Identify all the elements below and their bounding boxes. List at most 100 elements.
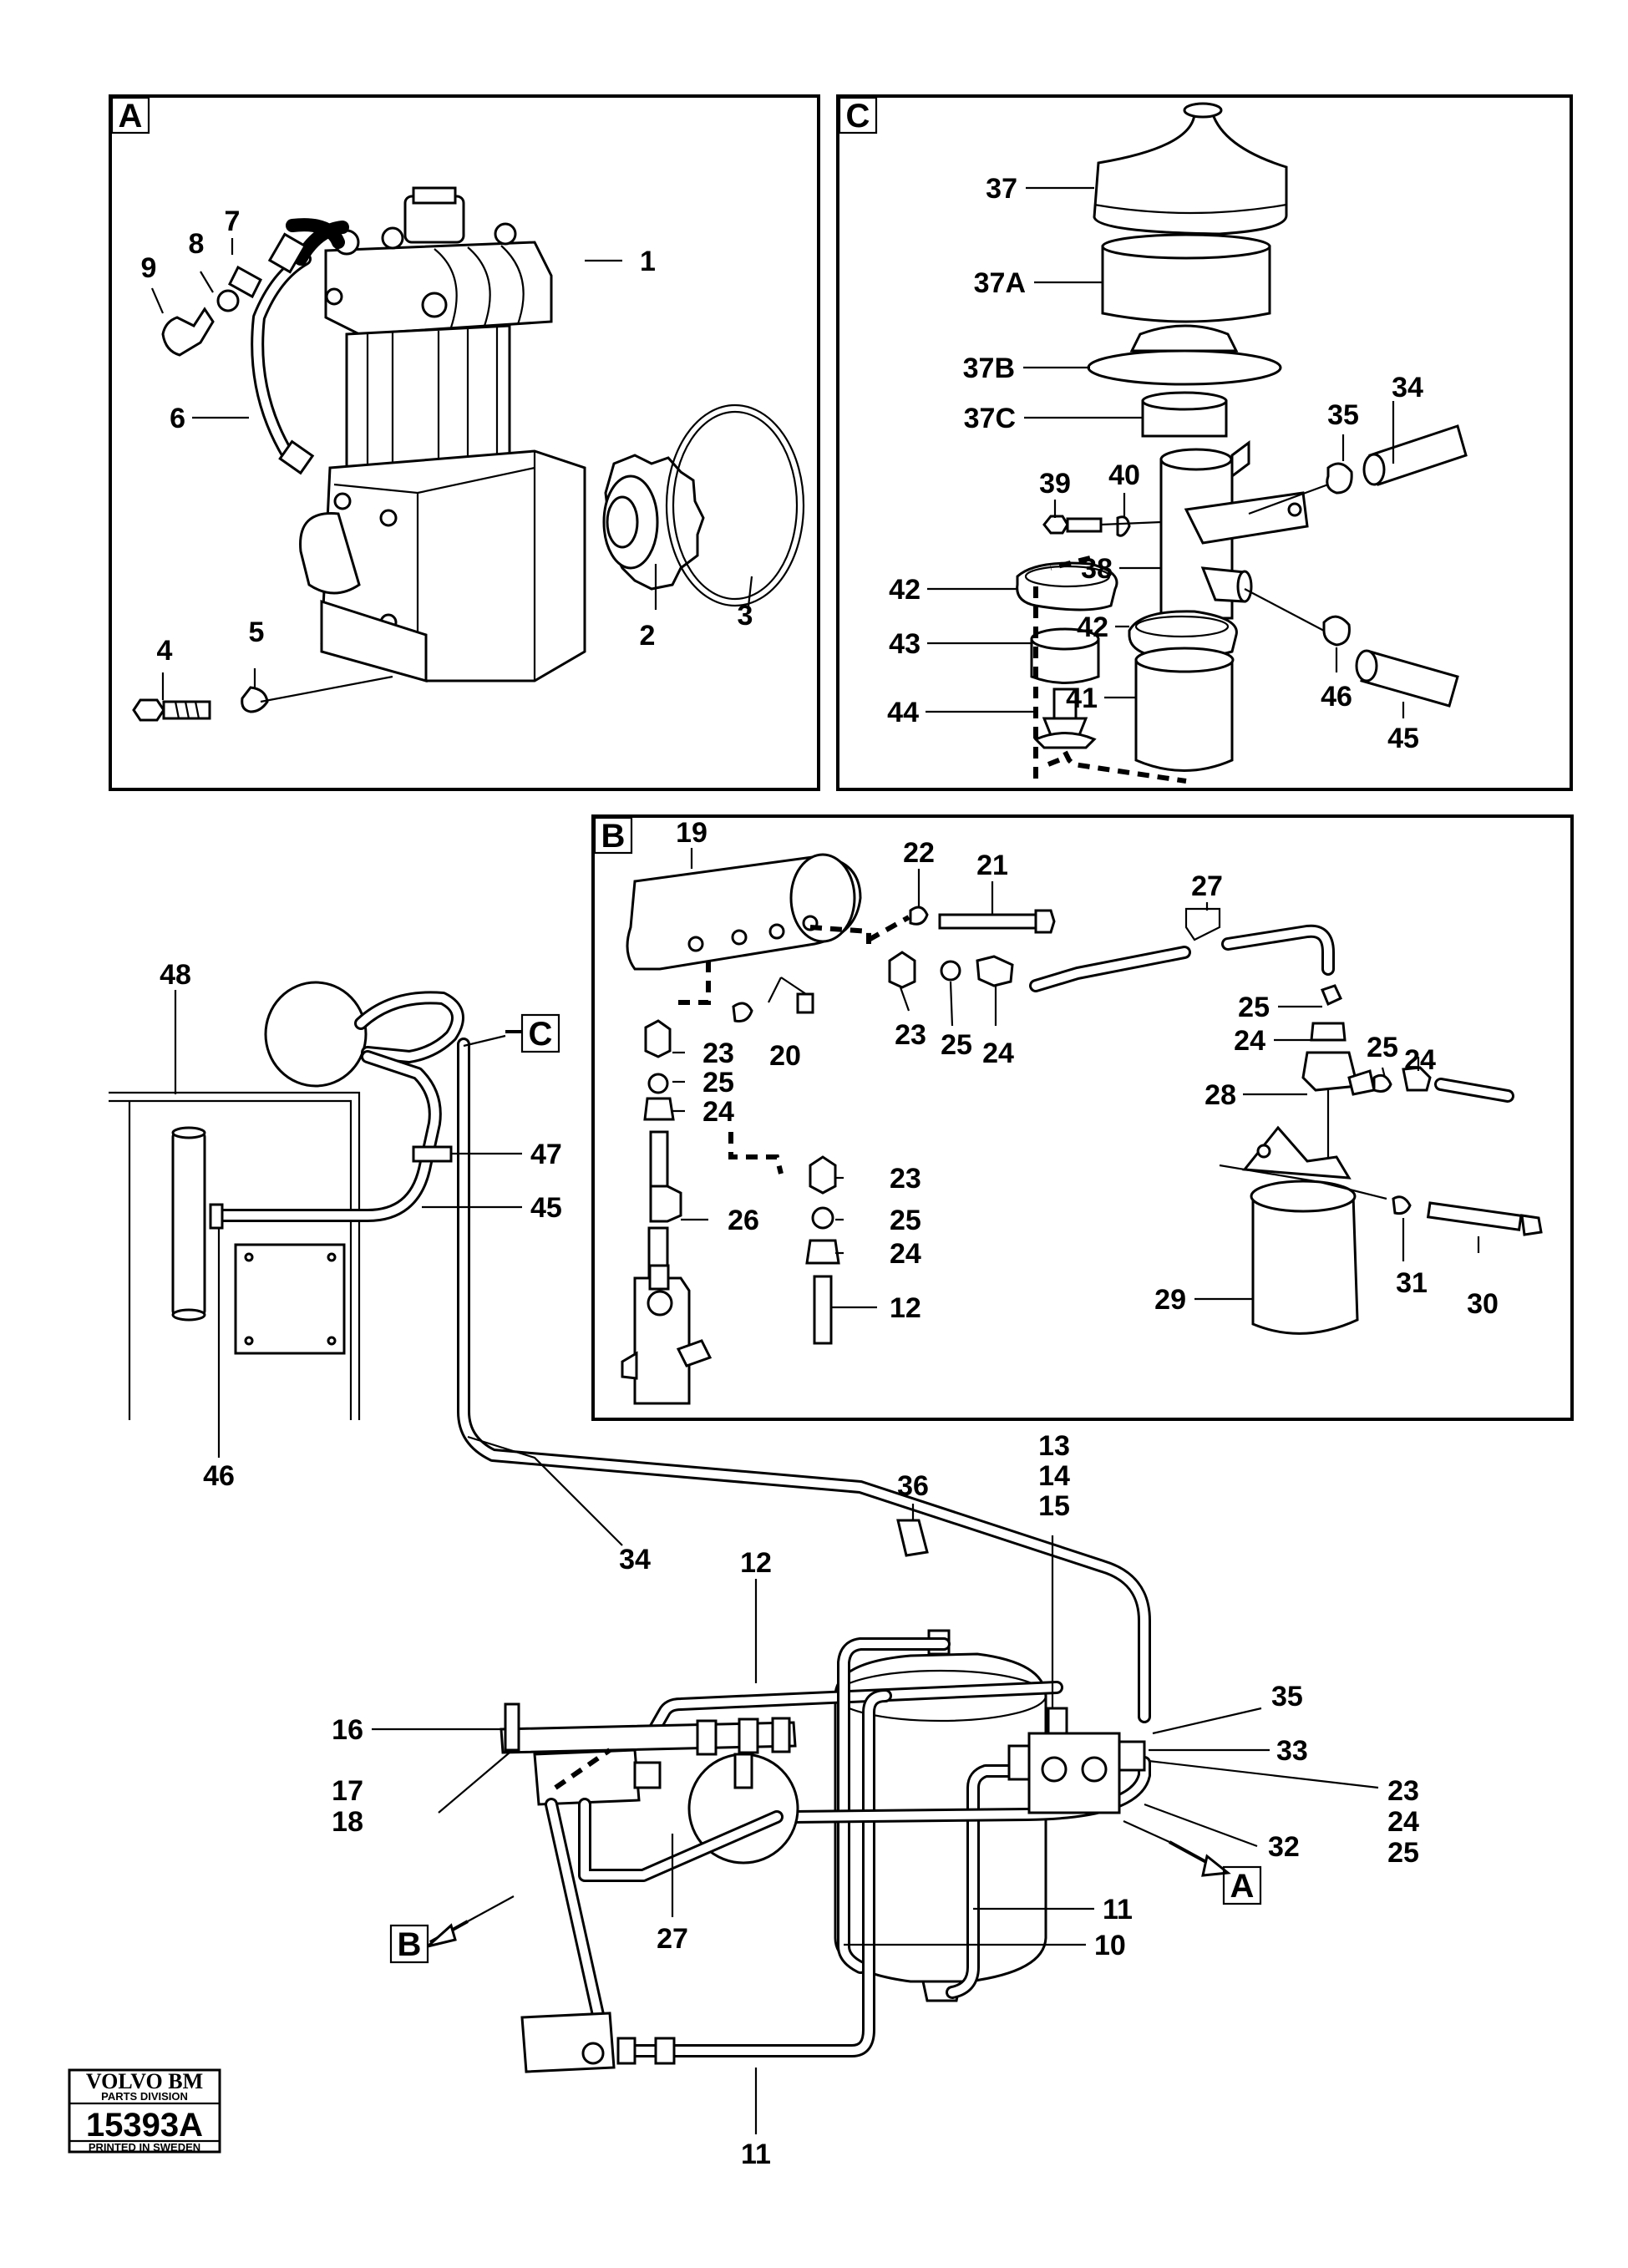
callout-b-30: 30 xyxy=(1467,1288,1499,1320)
callout-b-24-top: 24 xyxy=(1234,1025,1265,1057)
installation-drawing xyxy=(109,981,1151,2073)
callout-c-45: 45 xyxy=(1387,723,1419,754)
panel-a-callouts: 1 2 3 4 5 6 7 8 9 xyxy=(141,205,753,667)
callout-c-39: 39 xyxy=(1039,468,1071,500)
logo-number: 15393A xyxy=(86,2107,203,2144)
logo-brand: VOLVO BM xyxy=(86,2069,203,2093)
callout-a-1: 1 xyxy=(640,246,656,277)
volvo-bm-logo: VOLVO BM PARTS DIVISION 15393A PRINTED I… xyxy=(68,2068,221,2154)
reference-a-letter: A xyxy=(1230,1868,1255,1905)
logo-footer: PRINTED IN SWEDEN xyxy=(89,2141,200,2154)
callout-a-7: 7 xyxy=(225,205,241,237)
callout-main-33: 33 xyxy=(1276,1735,1308,1767)
callout-a-8: 8 xyxy=(189,228,205,260)
regulator-drawing xyxy=(621,853,1543,1405)
panel-c-callouts: 37 37A 37B 37C 34 35 39 40 38 42 42 43 4… xyxy=(887,173,1423,754)
callout-main-45: 45 xyxy=(530,1192,562,1224)
callout-main-16: 16 xyxy=(332,1714,363,1746)
callout-c-37c: 37C xyxy=(964,403,1016,434)
callout-c-37a: 37A xyxy=(974,267,1026,299)
panel-c-leaders xyxy=(926,186,1405,718)
callout-b-23-left: 23 xyxy=(702,1038,734,1069)
callout-main-48: 48 xyxy=(160,959,191,991)
logo-frame xyxy=(68,2068,221,2154)
callout-b-31: 31 xyxy=(1396,1267,1428,1299)
callout-b-12: 12 xyxy=(890,1292,921,1324)
callout-main-10: 10 xyxy=(1094,1930,1126,1961)
callout-c-43: 43 xyxy=(889,628,921,660)
reference-a: A xyxy=(1123,1819,1262,1905)
callout-b-24-right: 24 xyxy=(1404,1044,1436,1076)
callout-b-25-upper: 25 xyxy=(941,1029,972,1061)
main-callouts: 48 47 45 46 34 36 13 14 15 12 35 33 16 1… xyxy=(160,959,1419,2170)
callout-a-2: 2 xyxy=(640,620,656,652)
callout-main-34: 34 xyxy=(619,1544,651,1575)
reference-b-letter: B xyxy=(398,1926,422,1963)
reference-c-letter: C xyxy=(529,1016,553,1053)
callout-main-36: 36 xyxy=(897,1470,929,1502)
callout-b-24-mid: 24 xyxy=(890,1238,921,1270)
callout-b-24-left: 24 xyxy=(702,1096,734,1128)
panel-b-regulator: B xyxy=(591,814,1574,1421)
callout-c-37: 37 xyxy=(986,173,1017,205)
callout-c-42-upper: 42 xyxy=(889,574,921,606)
callout-c-37b: 37B xyxy=(963,353,1015,384)
logo-division: PARTS DIVISION xyxy=(101,2090,188,2103)
panel-c-frame xyxy=(836,94,1573,791)
callout-b-25-top: 25 xyxy=(1238,992,1270,1023)
callout-main-35: 35 xyxy=(1271,1681,1303,1712)
panel-b-label-box xyxy=(593,816,633,855)
air-filter-drawing xyxy=(1016,102,1468,785)
callout-main-18: 18 xyxy=(332,1806,363,1838)
callout-b-25-left: 25 xyxy=(702,1067,734,1098)
callout-main-46: 46 xyxy=(203,1460,235,1492)
panel-b-leaders xyxy=(672,848,1480,1309)
panel-c-air-filter: C xyxy=(836,94,1573,791)
callout-c-35: 35 xyxy=(1327,399,1359,431)
reference-c: C xyxy=(463,1013,560,1053)
callout-main-14: 14 xyxy=(1038,1460,1070,1492)
main-installation-view: 48 47 45 46 34 36 13 14 15 12 35 33 16 1… xyxy=(109,959,1419,2170)
callout-b-20: 20 xyxy=(769,1040,801,1072)
callout-c-42-lower: 42 xyxy=(1077,611,1108,643)
panel-b-callouts: 19 22 21 27 25 24 23 25 24 20 23 25 24 2… xyxy=(676,817,1499,1324)
callout-b-29: 29 xyxy=(1154,1284,1186,1316)
compressor-drawing xyxy=(132,186,805,722)
callout-main-11-right: 11 xyxy=(1103,1894,1133,1926)
panel-a-frame xyxy=(109,94,820,791)
panel-a-leaders xyxy=(150,238,753,700)
callout-b-26: 26 xyxy=(728,1205,759,1236)
panel-a-label-box xyxy=(110,96,150,134)
reference-b: B xyxy=(389,1895,515,1964)
callout-main-47: 47 xyxy=(530,1139,562,1170)
callout-c-46: 46 xyxy=(1321,681,1352,713)
panel-c-letter: C xyxy=(846,98,870,134)
callout-b-24-upper: 24 xyxy=(982,1038,1014,1069)
callout-b-23-mid: 23 xyxy=(890,1163,921,1195)
callout-main-17: 17 xyxy=(332,1775,363,1807)
panel-b-frame xyxy=(591,814,1574,1421)
panel-a-letter: A xyxy=(119,98,143,134)
callout-b-25-mid: 25 xyxy=(890,1205,921,1236)
panel-c-label-box xyxy=(838,96,878,134)
callout-b-22: 22 xyxy=(903,837,935,869)
main-leaders xyxy=(174,990,1379,2134)
callout-main-15: 15 xyxy=(1038,1490,1070,1522)
callout-c-34: 34 xyxy=(1392,372,1423,403)
callout-c-40: 40 xyxy=(1108,459,1140,491)
callout-b-23-upper: 23 xyxy=(895,1019,926,1051)
callout-main-24: 24 xyxy=(1387,1806,1419,1838)
callout-a-4: 4 xyxy=(157,635,173,667)
callout-b-25-right: 25 xyxy=(1367,1032,1398,1063)
callout-c-44: 44 xyxy=(887,697,919,728)
callout-b-19: 19 xyxy=(676,817,707,849)
callout-main-13: 13 xyxy=(1038,1430,1070,1462)
callout-c-41: 41 xyxy=(1066,682,1098,714)
callout-a-9: 9 xyxy=(141,252,157,284)
callout-b-27: 27 xyxy=(1191,870,1223,902)
callout-main-23: 23 xyxy=(1387,1775,1419,1807)
callout-main-11-bottom: 11 xyxy=(741,2139,771,2170)
callout-main-32: 32 xyxy=(1268,1831,1300,1863)
callout-main-27: 27 xyxy=(657,1923,688,1955)
